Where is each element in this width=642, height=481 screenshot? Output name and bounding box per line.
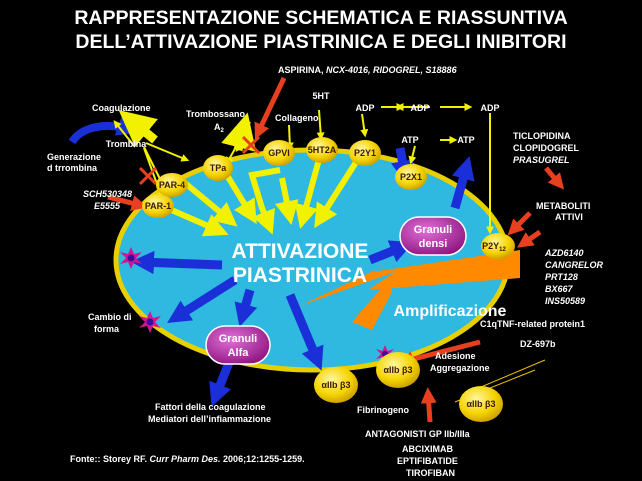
coagulation-signal [118,110,257,152]
eptifibatide-label: EPTIFIBATIDE [397,456,458,466]
svg-text:Alfa: Alfa [228,347,250,359]
svg-text:Granuli: Granuli [414,224,453,236]
shape-change-label: Cambio di [88,312,132,322]
thrombin-label: Trombina [106,139,147,149]
svg-text:PAR-1: PAR-1 [145,201,171,211]
amplification-tail [352,276,392,330]
adp-label-2: ADP [410,103,429,113]
inflammation-mediators-label: Mediatori dell’infiammazione [148,414,271,424]
shape-change-label-2: forma [94,324,120,334]
adhesion-label: Adesione [435,351,476,361]
cangrelor-label: CANGRELOR [545,260,603,270]
thrombin-generation-label: Generazione [47,152,101,162]
adp-label-3: ADP [480,103,499,113]
adp-label-1: ADP [355,103,374,113]
activation-arrows [130,147,475,407]
svg-text:P2Y12: P2Y12 [482,241,506,253]
fibrinogen-label: Fibrinogeno [357,405,409,415]
par-inhibitor-1: SCH530348 [83,189,132,199]
prt128-label: PRT128 [545,272,578,282]
atp-label-1: ATP [401,135,418,145]
amplification-arrow [300,250,520,306]
tirofiban-label: TIROFIBAN [406,468,455,478]
svg-text:P2X1: P2X1 [400,172,422,182]
svg-text:αIIb β3: αIIb β3 [383,365,412,375]
bx667-label: BX667 [545,284,574,294]
inhibition-x-icon [241,135,261,155]
svg-text:αIIb β3: αIIb β3 [466,399,495,409]
coagulation-label: Coagulazione [92,103,151,113]
receptor-gpvi: GPVI [263,140,295,166]
coagulation-factors-label: Fattori della coagulazione [155,402,266,412]
atp-label-2: ATP [457,135,474,145]
title-line-2: DELL’ATTIVAZIONE PIASTRINICA E DEGLI INI… [75,31,566,53]
receptor-p2x1: P2X1 [395,164,427,190]
svg-text:TPa: TPa [210,163,228,173]
thromboxane-label: Trombossano [186,109,246,119]
svg-text:GPVI: GPVI [268,148,290,158]
amplification-label: Amplificazione [394,303,507,320]
receptor-par4: PAR-4 [156,173,188,197]
receptor-p2y1: P2Y1 [349,140,381,166]
gp-antagonists-label: ANTAGONISTI GP IIb/IIIa [365,429,471,439]
dz697b-label: DZ-697b [520,339,556,349]
receptor-5ht2a: 5HT2A [306,137,338,163]
alpha-granules: Granuli Alfa [205,325,271,365]
receptor-par1: PAR-1 [142,194,174,218]
collagen-label: Collageno [275,113,319,123]
aggregation-label: Aggregazione [430,363,490,373]
title-line-1: RAPPRESENTAZIONE SCHEMATICA E RIASSUNTIV… [74,7,567,29]
inhibition-x-icon [138,166,158,186]
aspirin-label: ASPIRINA, NCX-4016, RIDOGREL, S18886 [278,65,458,75]
ins50589-label: INS50589 [545,296,585,306]
starburst-icon [139,311,161,333]
5ht-label: 5HT [312,91,330,101]
svg-text:Granuli: Granuli [219,333,258,345]
azd6140-label: AZD6140 [544,248,584,258]
svg-text:αIIb β3: αIIb β3 [321,380,350,390]
thrombin-generation-label-2: d trrombina [47,163,98,173]
svg-text:5HT2A: 5HT2A [308,145,337,155]
svg-text:PAR-4: PAR-4 [159,180,185,190]
svg-text:densi: densi [419,238,448,250]
abciximab-label: ABCIXIMAB [402,444,453,454]
thromboxane-subscript: A2 [214,122,225,134]
clopidogrel-label: CLOPIDOGREL [513,143,580,153]
receptor-tpa: TPa [203,155,233,181]
ticlopidine-label: TICLOPIDINA [513,131,571,141]
receptor-aiib-beta3-left: αIIb β3 [314,367,358,403]
dense-granules: Granuli densi [399,216,467,256]
starburst-icon [120,247,142,269]
source-citation: Fonte:: Storey RF. Curr Pharm Des. 2006;… [70,454,305,464]
receptor-aiib-beta3-right: αIIb β3 [459,386,503,422]
receptor-p2y12: P2Y12 [481,233,515,259]
active-metabolites-label-2: ATTIVI [555,212,583,222]
active-metabolites-label: METABOLITI [536,201,590,211]
center-title-line-1: ATTIVAZIONE [232,240,369,263]
svg-text:P2Y1: P2Y1 [354,148,376,158]
center-title-line-2: PIASTRINICA [233,264,367,287]
signal-arrows [158,146,368,237]
c1qtnf-label: C1qTNF-related protein1 [480,319,585,329]
receptor-aiib-beta3-center: αIIb β3 [376,352,420,388]
par-inhibitor-2: E5555 [94,201,121,211]
prasugrel-label: PRASUGREL [513,155,570,165]
